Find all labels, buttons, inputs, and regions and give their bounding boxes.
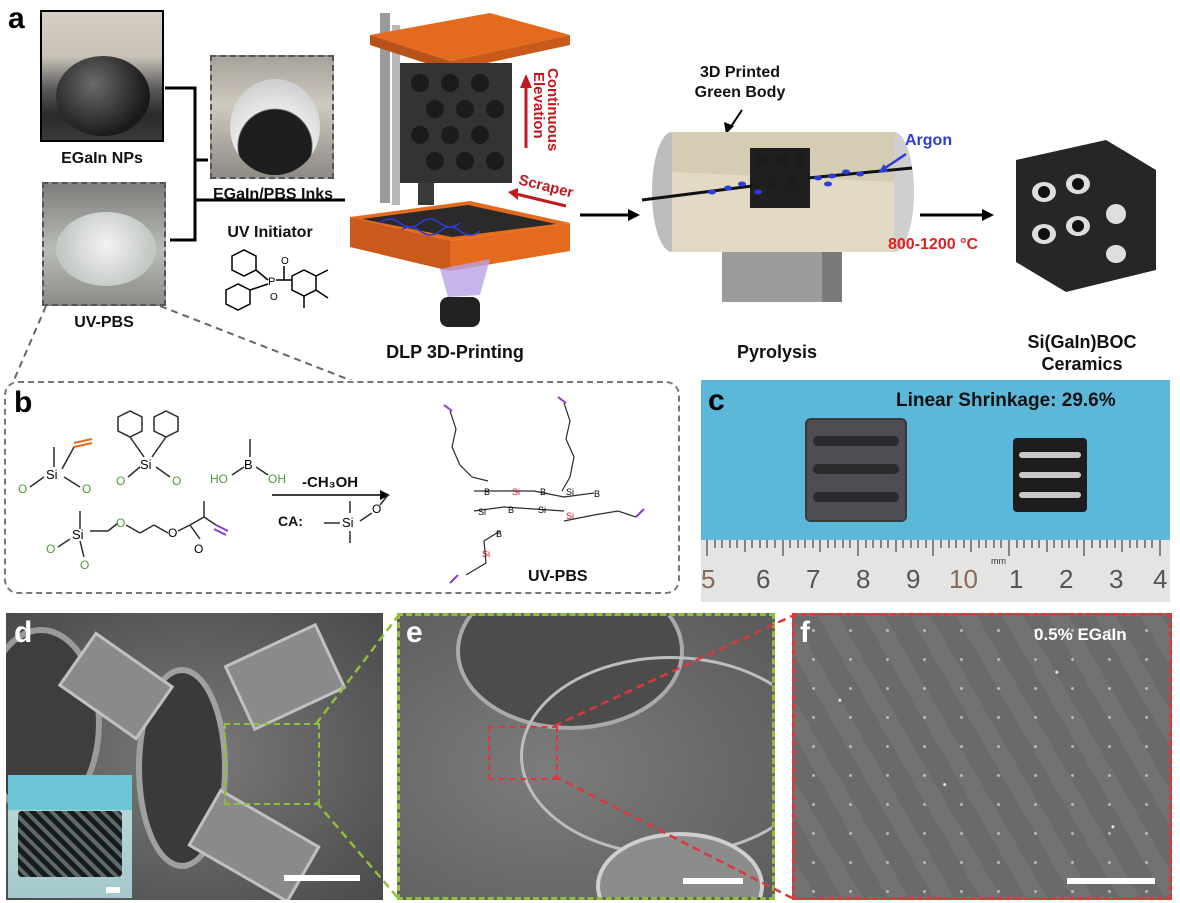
uv-pbs-caption: UV-PBS bbox=[74, 314, 134, 331]
diphenyl-si: Si bbox=[140, 457, 152, 472]
product-si3: Si bbox=[478, 507, 486, 517]
uv-pbs-photo bbox=[42, 182, 166, 306]
methacrylate-o2: O bbox=[168, 526, 177, 540]
panel-label-e: e bbox=[406, 616, 423, 649]
product-b4: B bbox=[508, 505, 514, 515]
vinyl-o2: O bbox=[82, 482, 91, 496]
ca-label: CA: bbox=[278, 513, 303, 529]
panel-c-photo: mm 5 6 7 8 9 10 1 2 3 4 bbox=[701, 380, 1170, 602]
product-b3: B bbox=[594, 489, 600, 499]
dlp-caption: DLP 3D-Printing bbox=[386, 342, 524, 362]
ruler-number-2: 2 bbox=[1059, 564, 1074, 594]
panel-e-sem bbox=[397, 613, 775, 900]
egain-nps-caption: EGaIn NPs bbox=[61, 150, 143, 167]
dlp-printer-illustration bbox=[350, 13, 570, 327]
ruler-number-6: 6 bbox=[756, 564, 771, 594]
uv-initiator-structure: P O O bbox=[225, 249, 329, 311]
boronic-ho: HO bbox=[210, 472, 228, 486]
product-label: UV-PBS bbox=[528, 568, 588, 585]
ca-si: Si bbox=[342, 515, 354, 530]
ruler-number-5: 5 bbox=[701, 564, 716, 594]
ruler-ticks bbox=[706, 540, 1161, 556]
green-body-caption-2: Green Body bbox=[694, 84, 786, 101]
flask-shape bbox=[56, 56, 150, 136]
product-b2: B bbox=[540, 487, 546, 497]
panel-label-b: b bbox=[14, 386, 33, 419]
product-b5: B bbox=[496, 529, 502, 539]
ca-o: O bbox=[372, 502, 381, 516]
inset-lattice bbox=[18, 811, 122, 877]
green-body-sample bbox=[805, 418, 907, 522]
argon-label: Argon bbox=[905, 132, 953, 149]
diphenyl-o1: O bbox=[116, 474, 125, 488]
ruler-unit: mm bbox=[991, 556, 1006, 566]
product-si4: Si bbox=[538, 505, 546, 515]
scalebar-inset bbox=[106, 887, 120, 893]
boronic-b: B bbox=[244, 457, 253, 472]
pyrolysis-caption: Pyrolysis bbox=[736, 342, 818, 362]
initiator-p: P bbox=[268, 276, 275, 288]
ruler-number-4: 4 bbox=[1153, 564, 1168, 594]
ceramics-caption-1: Si(GaIn)BOC bbox=[1027, 332, 1137, 352]
methacrylate-o3: O bbox=[194, 542, 203, 556]
argon-arrow bbox=[878, 152, 907, 173]
reaction-scheme: Si O O Si O O B HO OH Si O O O O O bbox=[18, 396, 645, 584]
panel-label-f: f bbox=[800, 616, 810, 649]
green-body-caption-1: 3D Printed bbox=[699, 64, 780, 81]
ruler-number-9: 9 bbox=[906, 564, 921, 594]
boronic-oh: OH bbox=[268, 472, 286, 486]
diphenyl-o2: O bbox=[172, 474, 181, 488]
product-si2: Si bbox=[566, 487, 574, 497]
reaction-condition: -CH₃OH bbox=[302, 474, 359, 491]
shrinkage-label: Linear Shrinkage: 29.6% bbox=[896, 390, 1116, 411]
vinyl-si: Si bbox=[46, 467, 58, 482]
methacrylate-o4: O bbox=[46, 542, 55, 556]
product-b1: B bbox=[484, 487, 490, 497]
product-si6: Si bbox=[482, 549, 490, 559]
beaker-shape bbox=[56, 212, 156, 286]
ceramic-sample bbox=[1013, 438, 1087, 512]
product-si1: Si bbox=[512, 487, 520, 497]
panel-f-sem bbox=[792, 613, 1172, 900]
sem-e-zoom-box bbox=[488, 726, 558, 780]
initiator-o1: O bbox=[281, 256, 289, 267]
panel-d-inset bbox=[8, 775, 132, 898]
egain-fraction-label: 0.5% EGaIn bbox=[1034, 625, 1127, 644]
scalebar-d bbox=[284, 875, 360, 881]
product-si5: Si bbox=[566, 511, 574, 521]
panel-a-connectors bbox=[13, 86, 994, 380]
ruler-number-8: 8 bbox=[856, 564, 871, 594]
panel-label-c: c bbox=[708, 384, 725, 417]
panel-label-d: d bbox=[14, 616, 33, 649]
inks-photo bbox=[210, 55, 334, 179]
temperature-label: 800-1200 °C bbox=[888, 236, 979, 253]
printer-arrows bbox=[508, 74, 567, 208]
uv-initiator-caption: UV Initiator bbox=[227, 224, 313, 241]
elevation-label: Elevation bbox=[530, 72, 547, 139]
ceramics-caption-2: Ceramics bbox=[1041, 354, 1123, 374]
methacrylate-o1: O bbox=[116, 516, 125, 530]
methacrylate-si: Si bbox=[72, 527, 84, 542]
panel-b-frame bbox=[4, 381, 680, 594]
furnace-illustration bbox=[641, 132, 914, 302]
ruler: mm 5 6 7 8 9 10 1 2 3 4 bbox=[701, 540, 1170, 602]
sem-d-block-2 bbox=[223, 622, 347, 732]
ruler-number-7: 7 bbox=[806, 564, 821, 594]
scalebar-e bbox=[683, 878, 743, 884]
egain-nps-photo bbox=[40, 10, 164, 142]
initiator-o2: O bbox=[270, 292, 278, 303]
sem-f-particles bbox=[795, 616, 1169, 897]
sem-d-zoom-box bbox=[224, 723, 320, 805]
ceramic-block bbox=[1016, 140, 1156, 292]
vinyl-o1: O bbox=[18, 482, 27, 496]
ruler-number-10: 10 bbox=[949, 564, 978, 594]
scalebar-f bbox=[1067, 878, 1155, 884]
ruler-number-3: 3 bbox=[1109, 564, 1124, 594]
ruler-number-1: 1 bbox=[1009, 564, 1024, 594]
panel-label-a: a bbox=[8, 2, 25, 35]
methacrylate-o5: O bbox=[80, 558, 89, 572]
continuous-label: Continuous bbox=[544, 68, 561, 152]
ink-flask-shape bbox=[230, 79, 320, 175]
